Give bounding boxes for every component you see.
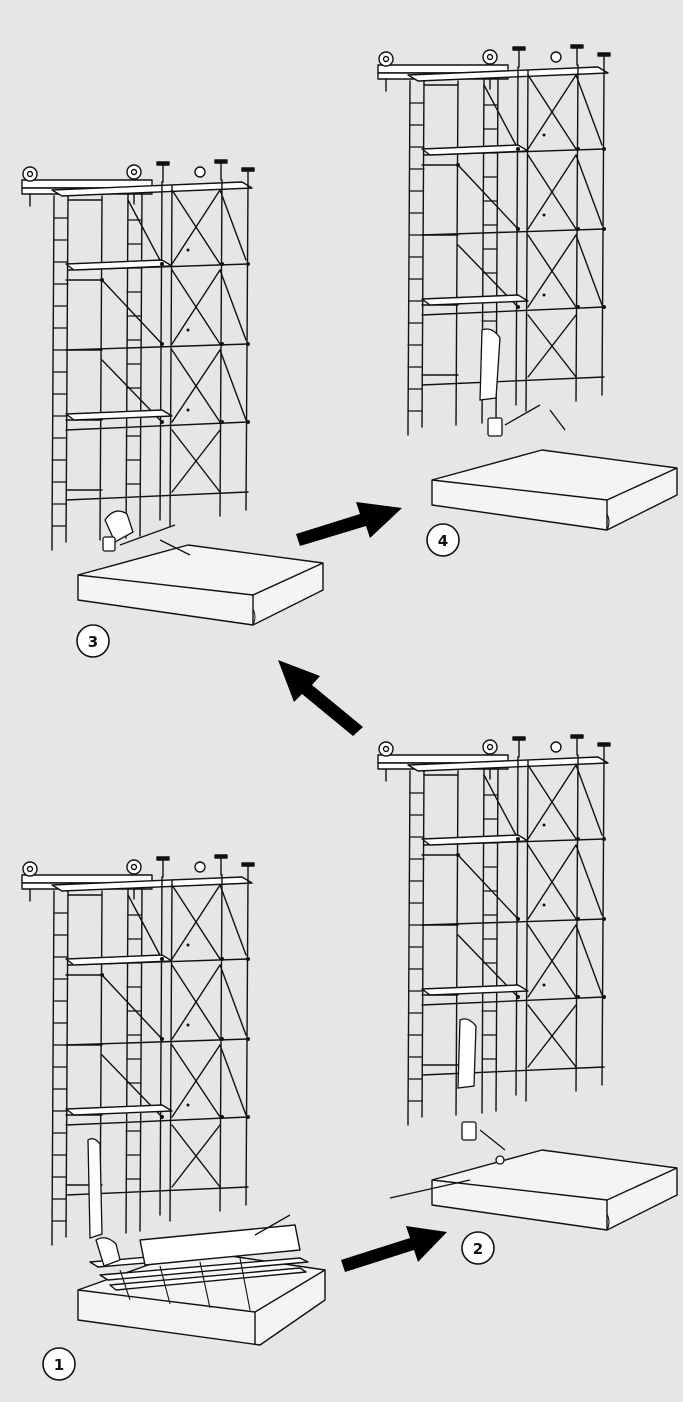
step-1-illustration (21, 854, 326, 1346)
step-4-label: 4 (438, 532, 448, 550)
step-3-label: 3 (88, 633, 98, 651)
arrow-1-to-2 (341, 1226, 447, 1272)
step-4-illustration (377, 44, 678, 531)
arrow-3-to-4 (296, 502, 402, 546)
step-2-illustration (377, 734, 678, 1231)
step-3-badge: 3 (76, 624, 110, 658)
step-2-badge: 2 (461, 1231, 495, 1265)
step-1-badge: 1 (42, 1347, 76, 1381)
arrow-2-to-3 (278, 660, 363, 736)
step-4-badge: 4 (426, 523, 460, 557)
step-2-label: 2 (473, 1240, 483, 1258)
step-1-label: 1 (54, 1356, 64, 1374)
step-3-illustration (21, 159, 324, 626)
